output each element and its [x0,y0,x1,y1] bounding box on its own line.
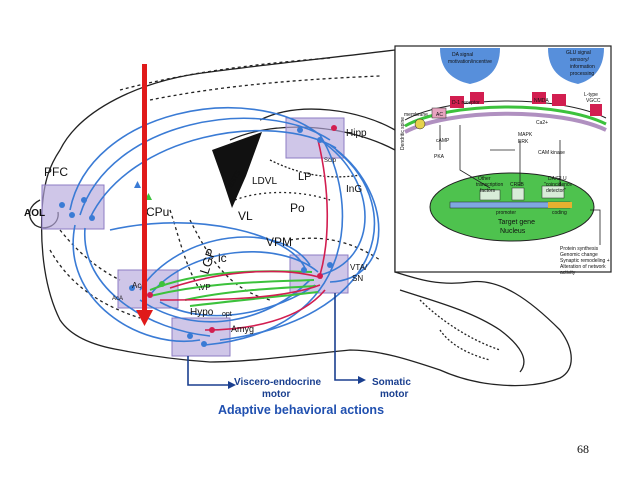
viscero-arrow-head [228,381,236,389]
inset-spine: Dendritic spine [400,117,406,150]
inset-ca: Ca2+ [536,120,548,126]
label-ic: ic [218,251,227,265]
inset-effect-4: Alteration of network [560,264,606,270]
inset-coinc-3: detector" [546,188,566,194]
label-sn: SN [352,274,363,283]
inset-effect-2: Genomic change [560,252,598,258]
signaling-inset: DA signal motivation/incentive GLU signa… [394,45,612,276]
box-aol [41,184,105,230]
viscero-label-1: Viscero-endocrine [234,377,322,388]
label-acc: Acc [132,281,145,290]
somatic-arrow-head [358,376,366,384]
pathways-green [149,270,319,307]
inset-nmda: NMDA [534,98,549,104]
region-boxes [41,117,349,357]
brain-outline [28,49,572,387]
box-amyg [171,317,231,357]
inset-other-tf-3: factors [480,188,496,194]
inset-camp: cAMP [436,138,450,144]
label-pfc: PFC [44,165,68,179]
inset-da-1: DA signal [452,52,473,58]
inset-effect-5: activity [560,270,576,276]
inset-glu-2: sensory/ [570,57,590,63]
somatic-label-2: motor [380,389,408,400]
inset-mapk: MAPK [518,132,533,138]
inset-membrane: membrane [404,112,428,118]
inset-glu-4: processing [570,71,594,77]
motor-output-arrows [187,293,358,386]
inset-ac: AC [436,112,443,118]
label-scp: Sc/p [324,158,337,164]
label-hypo: Hypo [190,307,214,318]
label-vpm: VPM [266,235,292,249]
inset-erk: ERK [518,139,529,145]
inset-nucleus: Nucleus [500,228,526,235]
label-vp: VP [200,283,211,292]
inset-camk: CAM kinase [538,150,565,156]
inset-d1: D-1 receptor [452,100,480,106]
inset-effect-3: Synaptic remodeling + [560,258,610,264]
cortex-wedge [212,132,262,208]
label-lgp: LGP [197,247,219,276]
inset-coinc-2: "coincidence [544,182,572,188]
label-vta: VTA/ [350,263,368,272]
label-ing: InG [346,184,362,195]
pathways-red [159,139,329,331]
terminal-dots [59,125,337,347]
label-amyg: Amyg [231,324,254,334]
adaptive-actions-title: Adaptive behavioral actions [218,403,384,417]
label-opt: opt [222,311,232,318]
blue-triangle-marker [134,181,141,188]
red-arrow-head [136,310,153,326]
inset-effect-1: Protein synthesis [560,246,599,252]
label-hipp: Hipp [346,128,367,139]
inset-other-tf-2: transcription [476,182,503,188]
page-number: 68 [577,442,589,456]
label-aol: AOL [24,208,45,219]
inset-pka: PKA [434,154,445,160]
label-ldvl: LDVL [252,176,277,187]
inset-ltype-1: L-type [584,92,598,98]
red-arrow-shaft [142,64,147,314]
inset-glu-1: GLU signal [566,50,591,56]
label-vl: VL [238,209,253,223]
inset-ltype-2: VGCC [586,98,601,104]
viscero-label-2: motor [262,389,290,400]
box-acc [117,269,179,309]
inset-target-gene: Target gene [498,219,535,226]
inset-creb: CREB [510,182,525,188]
inset-da-2: motivation/incentive [448,59,492,65]
inset-promoter: promoter [496,210,516,216]
inset-other-tf-1: Other [478,176,491,182]
label-po: Po [290,201,305,215]
inset-glu-3: information [570,64,595,70]
label-lp: LP [298,171,311,183]
label-aca: AcA [112,296,123,302]
somatic-label-1: Somatic [372,377,411,388]
inset-coinc-1: DA/GLU [548,176,567,182]
inset-coding: coding [552,210,567,216]
label-cpu: CPu [146,205,169,219]
